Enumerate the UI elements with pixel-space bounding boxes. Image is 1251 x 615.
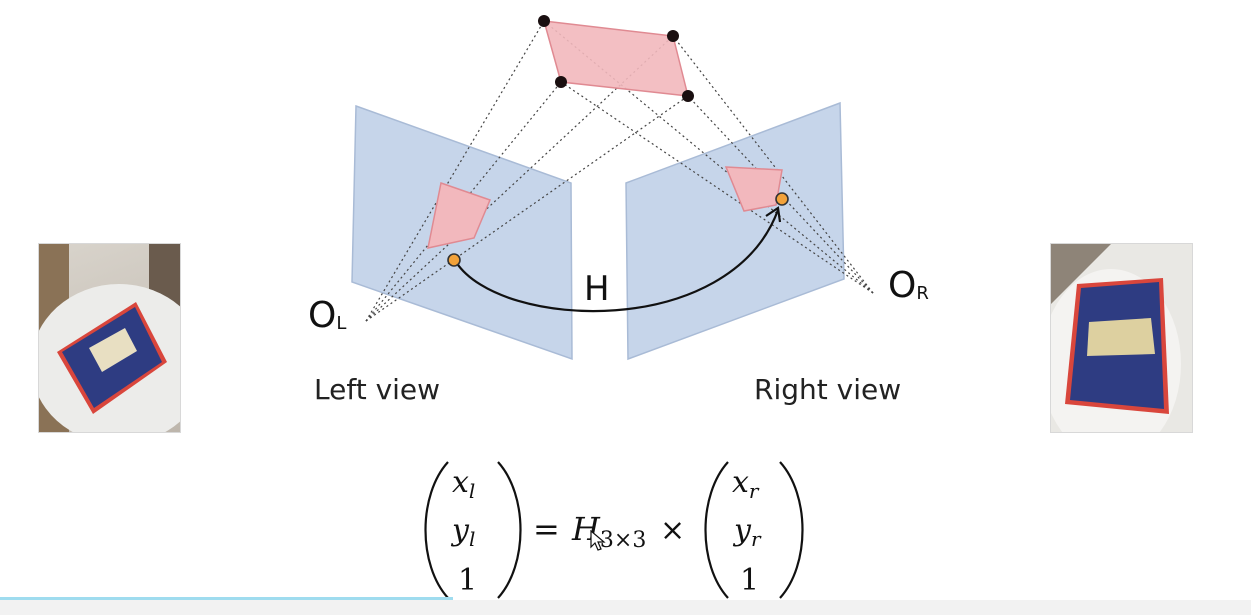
right-vector-open-paren: [704, 461, 729, 599]
left-vector-close-paren: [497, 461, 522, 599]
right-point: [775, 192, 789, 206]
right-view-caption: Right view: [754, 373, 901, 406]
homography-equation: xl yl 1 = H3×3 × xr yr 1: [424, 461, 804, 599]
right-view-photo: [1050, 243, 1193, 433]
homography-arrow: [455, 209, 780, 313]
right-vector-x: xr: [732, 465, 760, 503]
equals-sign: =: [533, 510, 560, 548]
world-points: [538, 15, 694, 102]
matrix-h: H3×3: [571, 510, 646, 553]
right-vector-y: yr: [732, 513, 762, 551]
left-vector-one: 1: [458, 563, 477, 598]
left-point: [447, 253, 461, 267]
left-photo-illustration: [39, 244, 180, 432]
homography-arrowhead: [765, 206, 782, 223]
left-vector-open-paren: [424, 461, 449, 599]
right-projected-polygon: [724, 166, 783, 212]
camera-right-label: OR: [888, 265, 929, 306]
left-view-photo: [38, 243, 181, 433]
mouse-pointer-icon: [590, 529, 606, 556]
left-vector-x: xl: [452, 465, 475, 503]
left-view-caption: Left view: [314, 373, 440, 406]
right-photo-illustration: [1051, 244, 1192, 432]
left-projected-polygon: [427, 182, 492, 249]
left-projection-rays: [365, 20, 689, 322]
right-vector-close-paren: [779, 461, 804, 599]
right-vector-one: 1: [740, 563, 759, 598]
homography-label: H: [584, 269, 610, 309]
right-image-plane: [625, 101, 845, 361]
progress-line: [0, 597, 453, 600]
left-vector-y: yl: [450, 513, 475, 551]
camera-left-label: OL: [308, 295, 346, 336]
times-sign: ×: [660, 513, 685, 548]
bottom-strip: [0, 600, 1251, 615]
